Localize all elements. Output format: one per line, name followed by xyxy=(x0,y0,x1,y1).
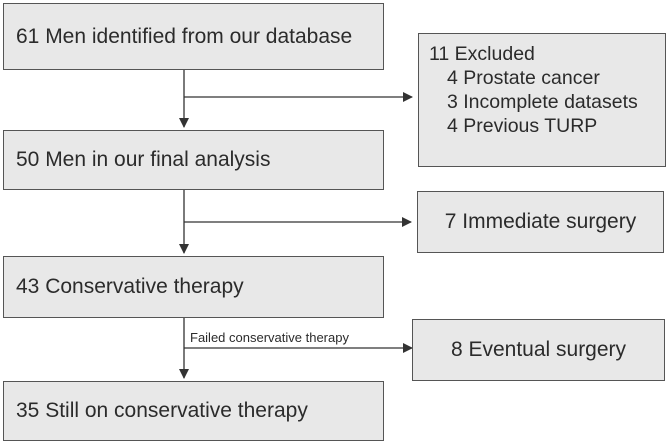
box-still-conservative-text: 35 Still on conservative therapy xyxy=(16,399,308,422)
box-final-analysis: 50 Men in our final analysis xyxy=(3,130,384,190)
box-identified: 61 Men identified from our database xyxy=(3,3,384,70)
box-final-analysis-text: 50 Men in our final analysis xyxy=(16,148,271,171)
box-conservative-text: 43 Conservative therapy xyxy=(16,275,244,298)
box-excluded: 11 Excluded 4 Prostate cancer 3 Incomple… xyxy=(418,33,666,167)
box-eventual-surgery: 8 Eventual surgery xyxy=(412,319,665,381)
box-identified-text: 61 Men identified from our database xyxy=(16,24,353,48)
excluded-title: 11 Excluded xyxy=(429,43,535,65)
box-conservative: 43 Conservative therapy xyxy=(3,256,384,318)
box-still-conservative: 35 Still on conservative therapy xyxy=(3,381,384,441)
label-failed-conservative: Failed conservative therapy xyxy=(190,330,349,345)
excluded-item-incomplete-datasets: 3 Incomplete datasets xyxy=(447,91,638,113)
box-eventual-surgery-text: 8 Eventual surgery xyxy=(450,338,627,361)
box-immediate-surgery: 7 Immediate surgery xyxy=(417,191,664,253)
box-immediate-surgery-text: 7 Immediate surgery xyxy=(444,210,637,233)
excluded-item-prostate-cancer: 4 Prostate cancer xyxy=(447,67,600,89)
excluded-item-previous-turp: 4 Previous TURP xyxy=(447,115,598,137)
